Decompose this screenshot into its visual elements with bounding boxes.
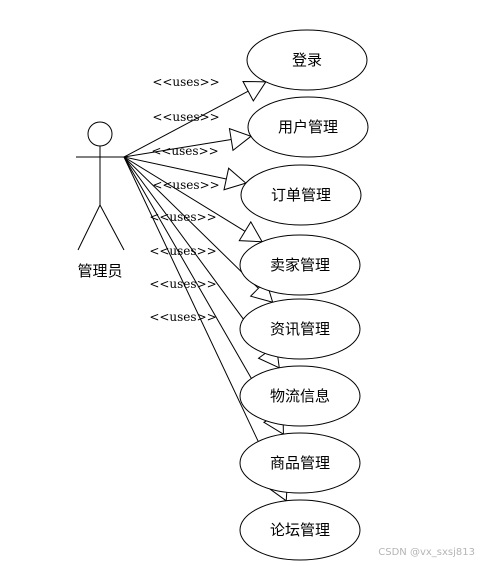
usecase-login[interactable]: 登录: [246, 29, 368, 91]
usecase-label: 登录: [292, 51, 322, 69]
usecase-label: 用户管理: [278, 118, 338, 136]
usecase-ellipse: [239, 432, 361, 494]
usecase-ellipse: [240, 164, 362, 226]
watermark: CSDN @vx_sxsj813: [378, 547, 475, 558]
uses-connector-user-mgmt: [123, 139, 232, 158]
usecase-label: 订单管理: [271, 186, 331, 204]
actor-left-leg: [77, 204, 101, 251]
uses-label-user-mgmt: <<uses>>: [152, 110, 219, 124]
usecase-label: 商品管理: [270, 454, 330, 472]
uses-label-forum-mgmt: <<uses>>: [149, 310, 216, 324]
usecase-order-mgmt[interactable]: 订单管理: [240, 164, 362, 226]
actor-right-leg: [99, 204, 125, 251]
actor-figure: [76, 121, 125, 251]
usecase-label: 卖家管理: [270, 256, 330, 274]
uses-label-login: <<uses>>: [152, 75, 219, 89]
usecase-logistics-info[interactable]: 物流信息: [239, 365, 361, 427]
uses-connector-login: [123, 90, 249, 158]
uses-connector-news-mgmt: [123, 156, 259, 289]
uses-connector-product-mgmt: [123, 156, 274, 418]
arrowhead-login: [242, 80, 267, 102]
usecase-forum-mgmt[interactable]: 论坛管理: [239, 499, 361, 561]
usecase-label: 论坛管理: [270, 521, 330, 539]
usecase-label: 物流信息: [270, 387, 330, 405]
usecase-seller-mgmt[interactable]: 卖家管理: [239, 234, 361, 296]
usecase-label: 资讯管理: [270, 320, 330, 338]
usecase-ellipse: [239, 365, 361, 427]
actor-label: 管理员: [77, 262, 122, 280]
uses-label-logistics-info: <<uses>>: [149, 244, 216, 258]
uses-label-seller-mgmt: <<uses>>: [152, 178, 219, 192]
uses-connector-forum-mgmt: [123, 156, 279, 483]
usecase-ellipse: [239, 499, 361, 561]
uses-connector-order-mgmt: [123, 156, 227, 180]
usecase-ellipse: [239, 234, 361, 296]
usecase-user-mgmt[interactable]: 用户管理: [247, 96, 369, 158]
uses-connector-seller-mgmt: [123, 156, 246, 232]
usecase-news-mgmt[interactable]: 资讯管理: [239, 298, 361, 360]
arrowhead-order-mgmt: [223, 167, 247, 191]
arrowhead-seller-mgmt: [238, 220, 263, 243]
usecase-ellipse: [239, 298, 361, 360]
usecase-ellipse: [247, 96, 369, 158]
uses-label-product-mgmt: <<uses>>: [149, 277, 216, 291]
uses-label-order-mgmt: <<uses>>: [151, 144, 218, 158]
arrowhead-user-mgmt: [228, 127, 252, 152]
uses-label-news-mgmt: <<uses>>: [149, 210, 216, 224]
usecase-product-mgmt[interactable]: 商品管理: [239, 432, 361, 494]
actor-head: [87, 121, 113, 147]
usecase-ellipse: [246, 29, 368, 91]
